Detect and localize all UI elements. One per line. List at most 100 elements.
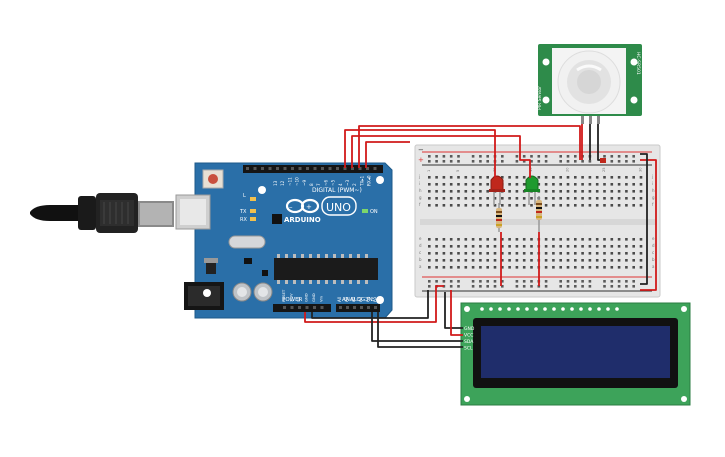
power-pin-label: RESET [281,289,286,302]
lcd-header-pin [480,307,484,311]
l-label: L [243,193,246,199]
breadboard-hole [595,197,599,200]
breadboard-hole [559,204,562,207]
breadboard-hole [449,259,453,262]
breadboard-hole [508,197,511,200]
lcd-pin-label: VCC [464,333,473,339]
rail-hole [574,155,577,158]
rail-hole [442,155,446,158]
breadboard-hole [428,252,431,255]
rail-hole [566,160,570,163]
breadboard-hole [559,252,562,255]
breadboard-hole [471,238,475,241]
digital-pin-label: 2 [352,183,357,186]
header-pin [367,306,370,309]
breadboard-hole [486,245,489,248]
breadboard-hole [515,266,519,269]
lcd-header-pin [552,307,556,311]
rail-hole [471,155,475,158]
breadboard-hole [486,266,489,269]
rail-hole [559,280,562,283]
breadboard-hole [442,259,446,262]
breadboard-hole [581,266,584,269]
digital-pin-label: 8 [309,183,314,186]
breadboard-hole [435,266,438,269]
breadboard-hole [603,204,606,207]
analog-pin-label: A2 [351,296,356,302]
lcd-top-pins [480,307,619,311]
power-pin-label: 5V [296,297,301,302]
rail-hole [486,285,489,288]
resistor-green-led [536,196,542,232]
digital-pin-label: ~6 [323,179,328,186]
row-letter: b [652,257,655,262]
row-letter: f [419,202,421,207]
breadboard-hole [442,245,446,248]
rail-hole [544,280,548,283]
analog-pin-label: A0 [337,296,342,302]
breadboard-hole [632,252,635,255]
column-number: 30 [639,167,643,172]
analog-pin-label: A3 [358,296,363,302]
breadboard-hole [574,197,577,200]
rail-hole [617,160,621,163]
breadboard-hole [610,197,614,200]
digital-pin-label: ~3 [345,179,350,186]
breadboard-hole [479,197,482,200]
breadboard-hole [632,197,635,200]
lcd-header-pin [534,307,538,311]
row-letter: a [652,264,655,269]
digital-header [243,165,383,173]
breadboard-hole [588,252,592,255]
breadboard-hole [508,259,511,262]
breadboard-hole [639,252,643,255]
breadboard-hole [544,266,548,269]
rail-hole [566,285,570,288]
breadboard-hole [479,183,482,186]
breadboard-hole [581,204,584,207]
breadboard-hole [464,176,468,179]
breadboard-hole [479,252,482,255]
breadboard-hole [632,266,635,269]
breadboard-hole [625,183,628,186]
digital-header-label: DIGITAL (PWM~) [312,187,362,194]
breadboard-hole [610,259,614,262]
rail-hole [501,160,504,163]
rail-hole [610,285,614,288]
analog-pin-label: A1 [344,296,349,302]
breadboard-hole [515,252,519,255]
row-letter: i [652,181,653,186]
breadboard-hole [617,245,621,248]
breadboard-hole [574,204,577,207]
breadboard-hole [639,183,643,186]
rail-hole [449,155,453,158]
header-pin [283,306,286,309]
breadboard-hole [552,204,555,207]
breadboard-hole [435,197,438,200]
breadboard-hole [428,197,431,200]
breadboard-hole [522,176,526,179]
breadboard-hole [435,245,438,248]
analog-in-label: ANALOG IN [342,297,373,303]
rail-hole [449,160,453,163]
breadboard-hole [428,259,431,262]
breadboard-hole [632,183,635,186]
breadboard-hole [522,197,526,200]
breadboard-hole [457,238,460,241]
header-pin [298,306,301,309]
wires [304,124,657,348]
rail-hole [486,155,489,158]
breadboard-hole [595,183,599,186]
breadboard-hole [435,259,438,262]
breadboard-hole [559,259,562,262]
rail-hole [428,280,431,283]
breadboard-hole [625,204,628,207]
breadboard-hole [522,252,526,255]
digital-pin-label: RX◂0 [367,175,372,186]
row-letter: j [651,174,653,179]
breadboard-hole [501,238,504,241]
rail-hole [610,160,614,163]
breadboard-hole [493,197,497,200]
breadboard-hole [501,266,504,269]
